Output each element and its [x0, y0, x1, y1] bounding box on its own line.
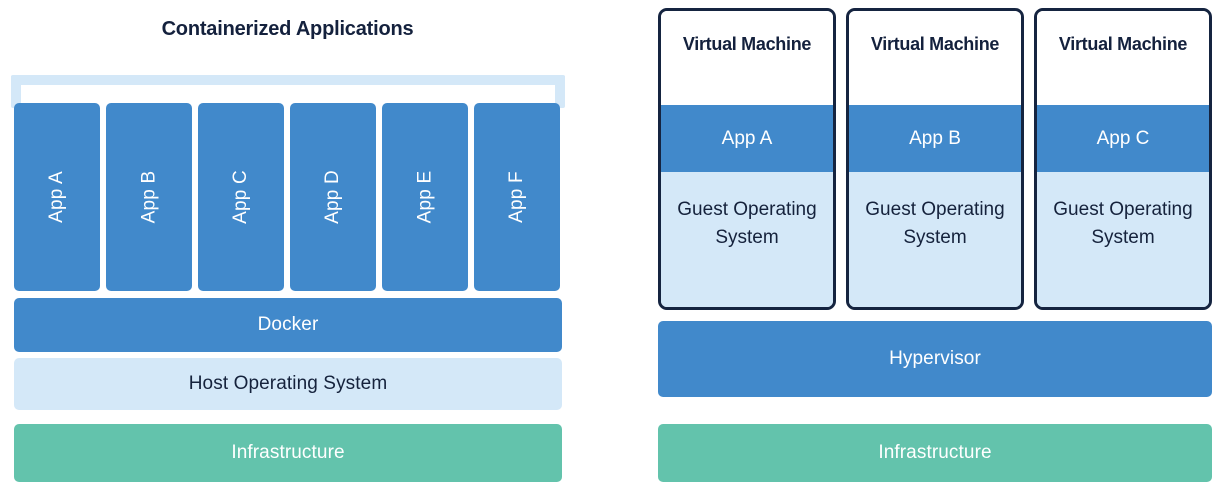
virtual-machines-panel: Virtual Machine App A Guest Operating Sy… [612, 0, 1225, 501]
virtual-machine-2-title: Virtual Machine [849, 11, 1021, 105]
app-container-e-label: App E [413, 170, 435, 224]
page-title: Containerized Applications [161, 18, 414, 40]
app-container-b-label: App B [137, 170, 159, 224]
virtual-machine-3-guest-os: Guest Operating System [1037, 172, 1209, 307]
app-container-a: App A [14, 103, 100, 291]
container-bracket [11, 75, 565, 108]
app-container-f: App F [474, 103, 560, 291]
infrastructure-layer-vms: Infrastructure [658, 424, 1212, 482]
app-container-e: App E [382, 103, 468, 291]
app-container-a-label: App A [46, 171, 67, 223]
app-container-b: App B [106, 103, 192, 291]
virtual-machine-3-title: Virtual Machine [1037, 11, 1209, 105]
app-container-f-label: App F [505, 171, 527, 223]
infrastructure-layer-containers: Infrastructure [14, 424, 562, 482]
app-container-d-label: App D [322, 170, 343, 224]
app-container-c: App C [198, 103, 284, 291]
containers-panel: Containerized Applications App A App B A… [0, 0, 612, 501]
docker-layer: Docker [14, 298, 562, 352]
virtual-machine-1: Virtual Machine App A Guest Operating Sy… [658, 8, 836, 310]
virtual-machine-2: Virtual Machine App B Guest Operating Sy… [846, 8, 1024, 310]
virtual-machine-3-app: App C [1037, 105, 1209, 172]
virtual-machine-1-title: Virtual Machine [661, 11, 833, 105]
host-operating-system-layer: Host Operating System [14, 358, 562, 410]
app-container-d: App D [290, 103, 376, 291]
app-container-c-label: App C [230, 170, 251, 224]
virtual-machine-2-guest-os: Guest Operating System [849, 172, 1021, 307]
virtual-machine-2-app: App B [849, 105, 1021, 172]
virtual-machine-3: Virtual Machine App C Guest Operating Sy… [1034, 8, 1212, 310]
hypervisor-layer: Hypervisor [658, 321, 1212, 397]
virtual-machine-1-guest-os: Guest Operating System [661, 172, 833, 307]
virtual-machine-1-app: App A [661, 105, 833, 172]
